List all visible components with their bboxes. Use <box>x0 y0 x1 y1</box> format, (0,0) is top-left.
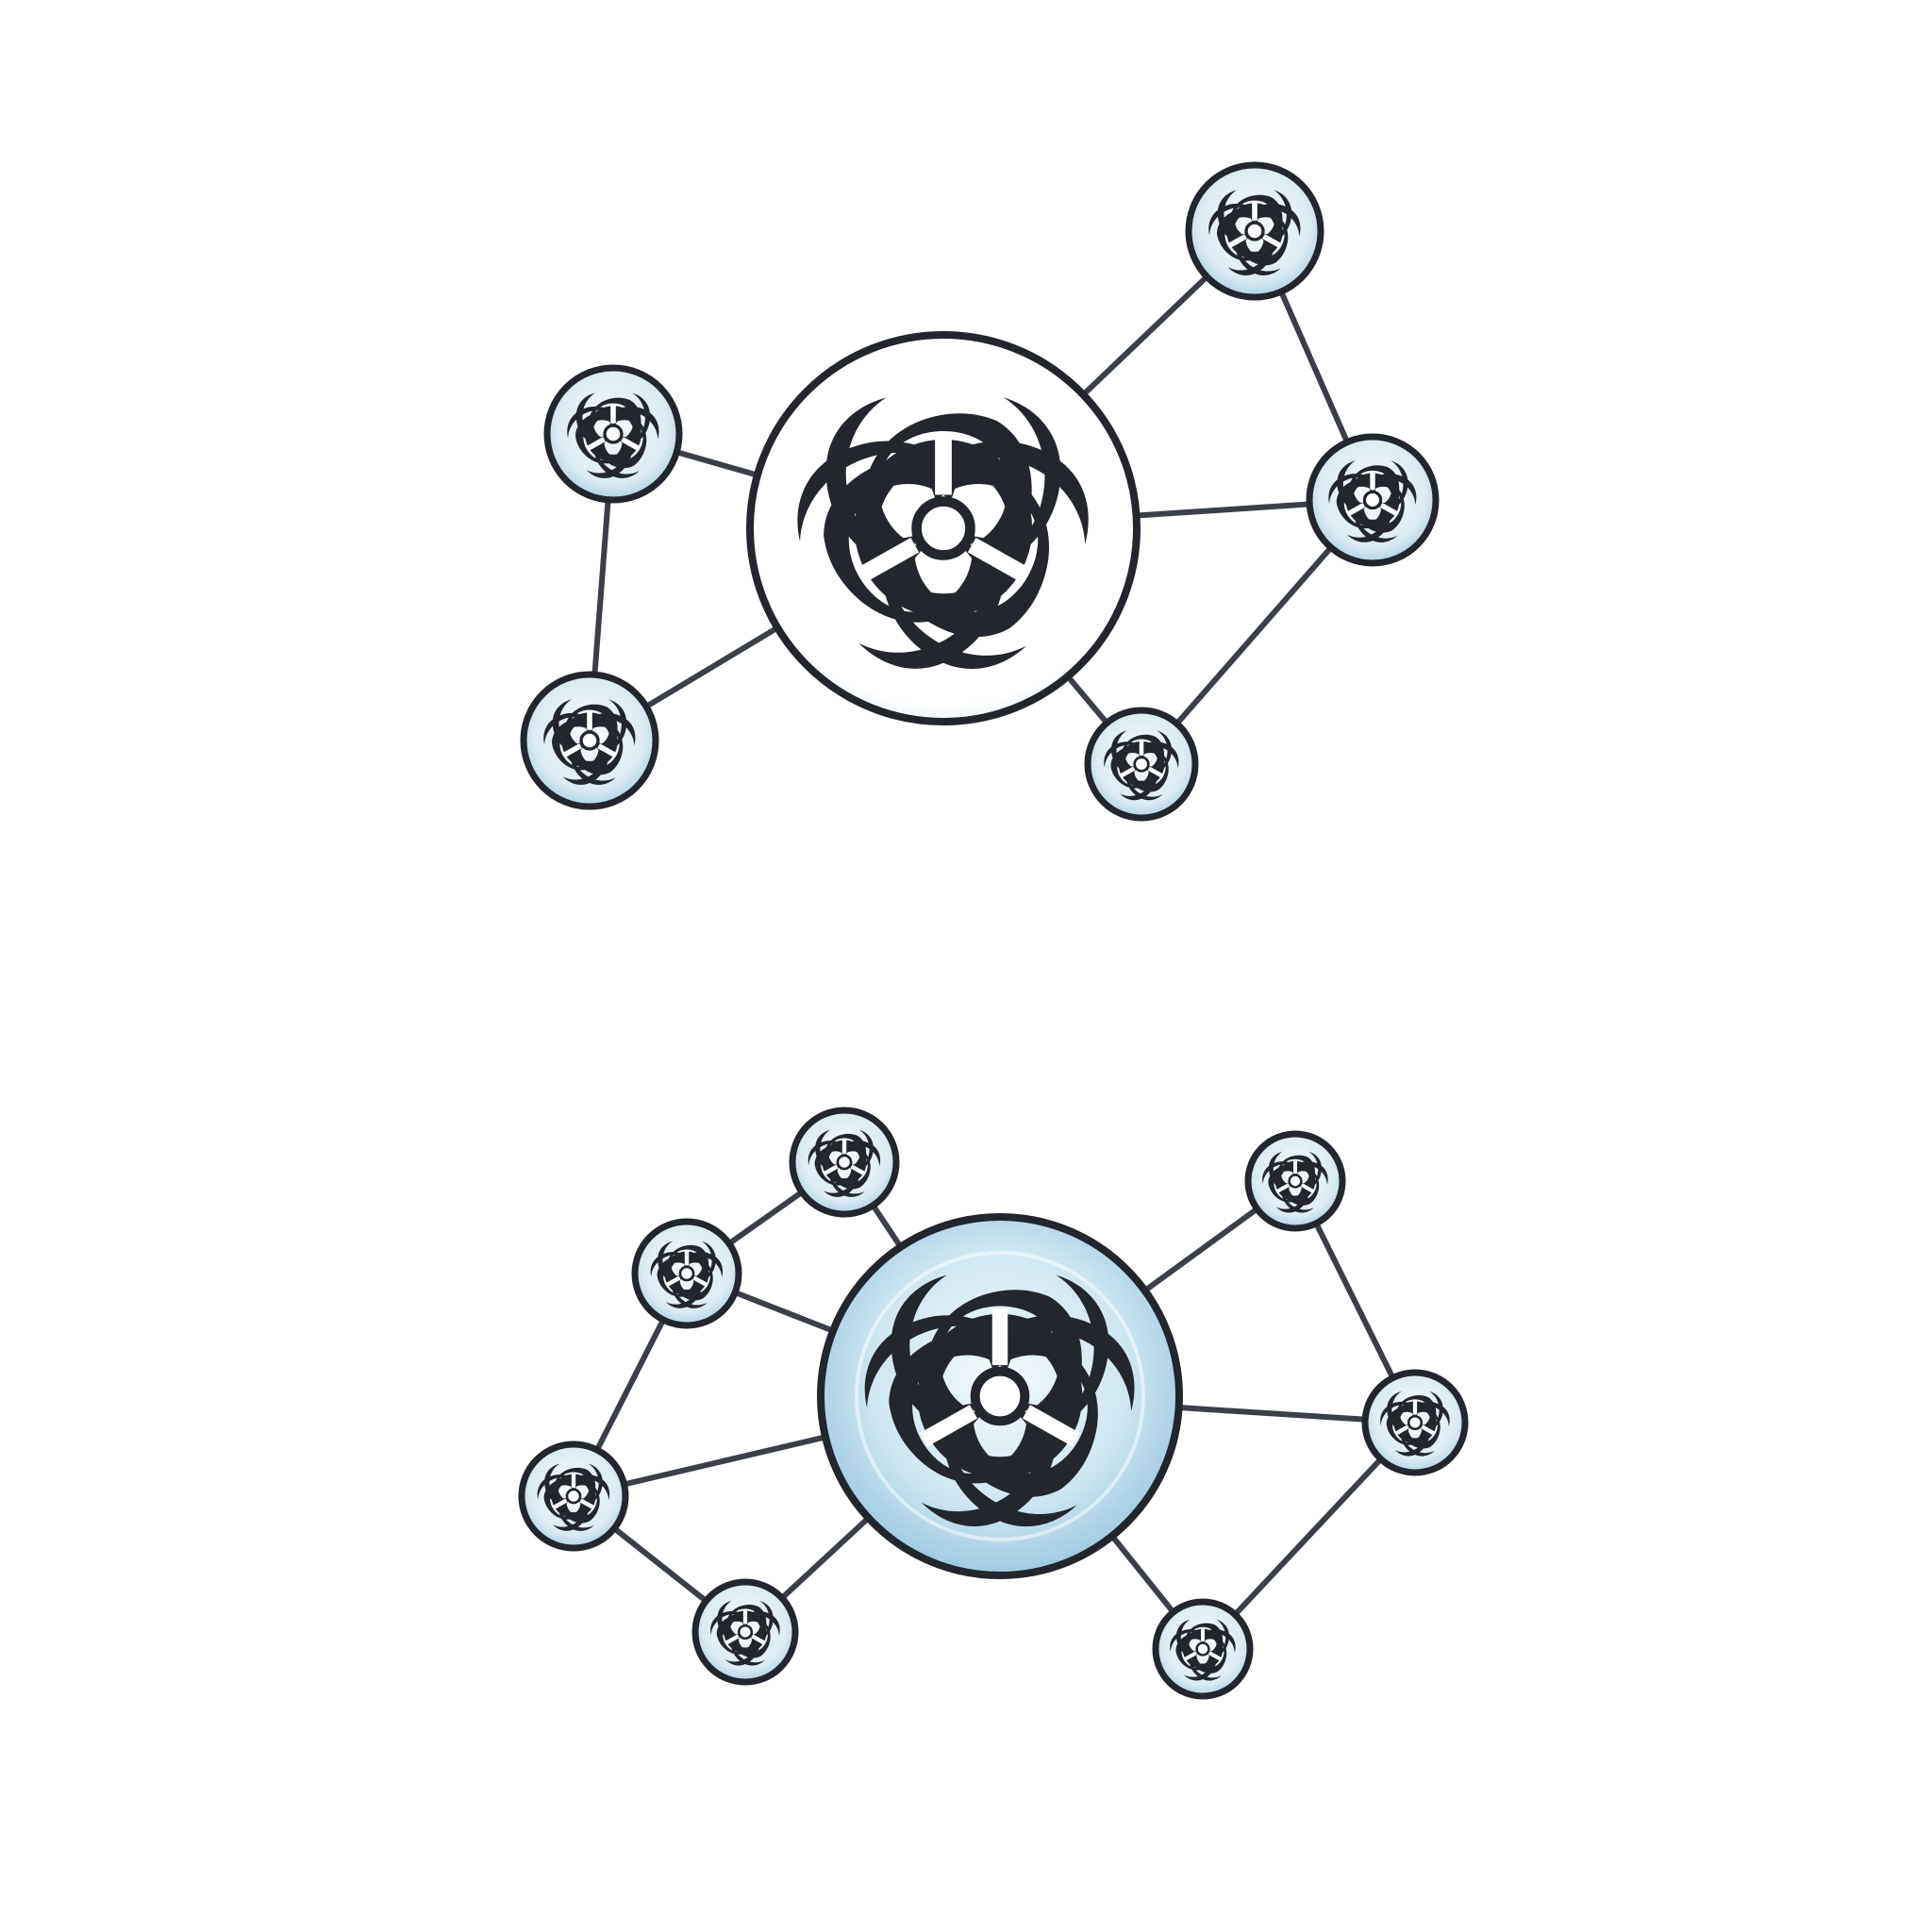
top-network <box>520 161 1440 822</box>
satellite-node <box>520 671 659 810</box>
satellite-node <box>691 1578 799 1686</box>
satellite-node <box>1306 433 1440 567</box>
hub-highlight <box>855 1251 1145 1541</box>
satellite-node <box>789 1107 900 1218</box>
satellite-node <box>543 364 683 504</box>
satellite-node <box>1084 707 1199 822</box>
satellite-node <box>1244 1130 1346 1232</box>
hub-node <box>746 331 1141 725</box>
satellite-node <box>1361 1369 1469 1476</box>
satellite-node <box>631 1218 742 1329</box>
satellite-node <box>1152 1598 1254 1700</box>
hub-node <box>817 1213 1183 1579</box>
satellite-node <box>1185 161 1324 301</box>
satellite-node <box>518 1441 629 1552</box>
bottom-network <box>518 1107 1469 1700</box>
